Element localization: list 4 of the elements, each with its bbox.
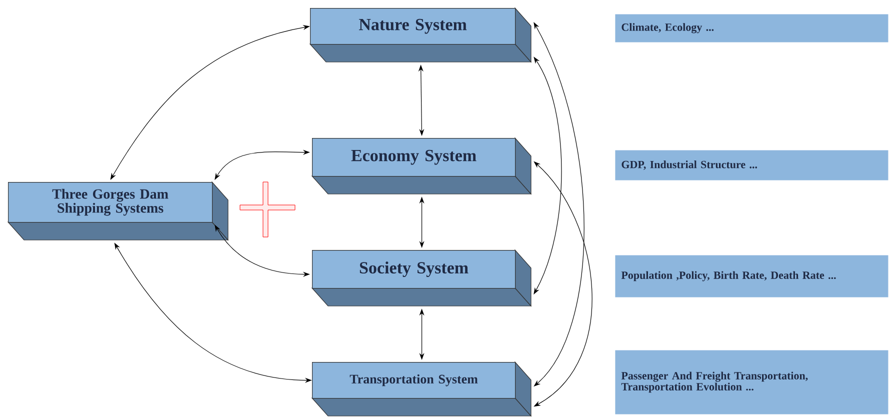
info-band: GDP, Industrial Structure ... (615, 150, 888, 180)
info-band: Passenger And Freight Transportation, Transportation Evolution ... (615, 350, 888, 414)
info-band: Population ,Policy, Birth Rate, Death Rate ... (615, 255, 888, 298)
info-band: Climate, Ecology ... (615, 14, 888, 42)
